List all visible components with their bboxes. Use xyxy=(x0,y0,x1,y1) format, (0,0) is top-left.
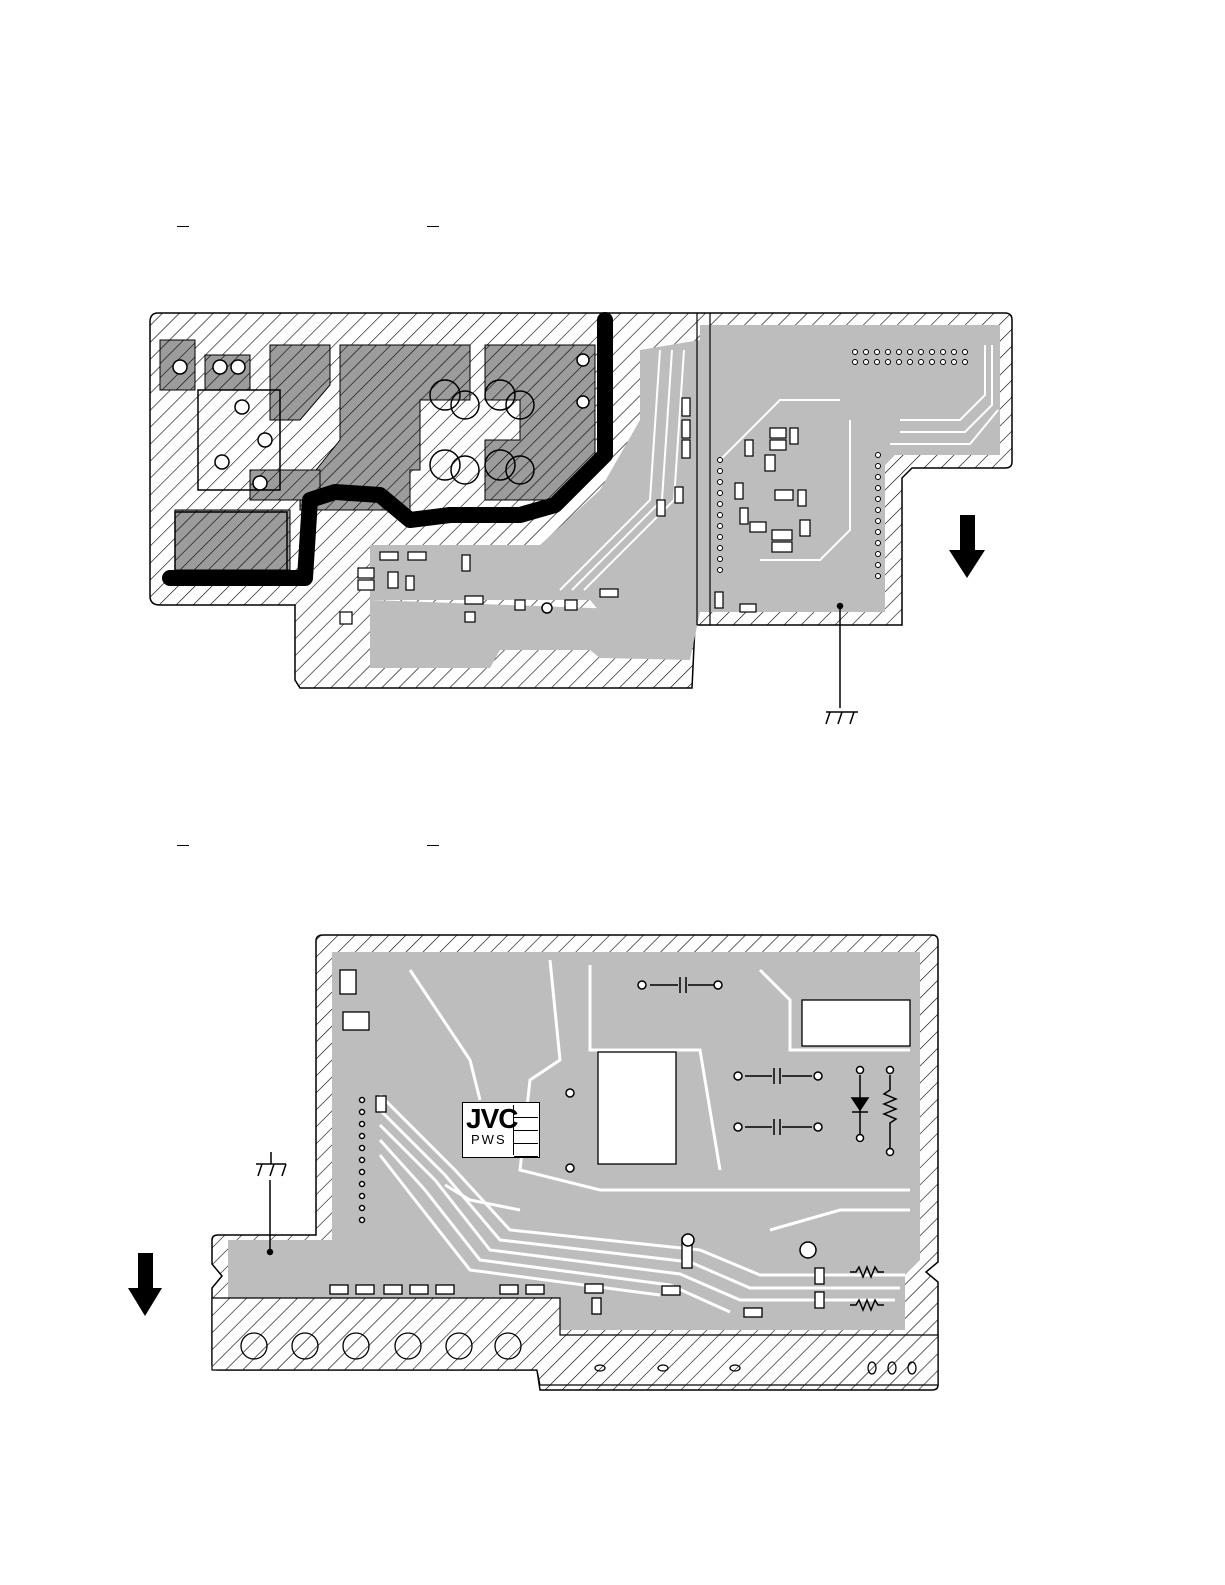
upper-arrow-down-icon xyxy=(949,515,985,578)
logo-main-text: JVC xyxy=(466,1103,517,1135)
logo-sub-text: PWS xyxy=(471,1132,507,1148)
upper-board xyxy=(150,313,1012,724)
lower-arrow-down-icon xyxy=(128,1253,162,1316)
logo-grid xyxy=(513,1105,538,1155)
jvc-pws-logo: JVC PWS xyxy=(462,1102,540,1158)
lower-board xyxy=(128,935,938,1390)
